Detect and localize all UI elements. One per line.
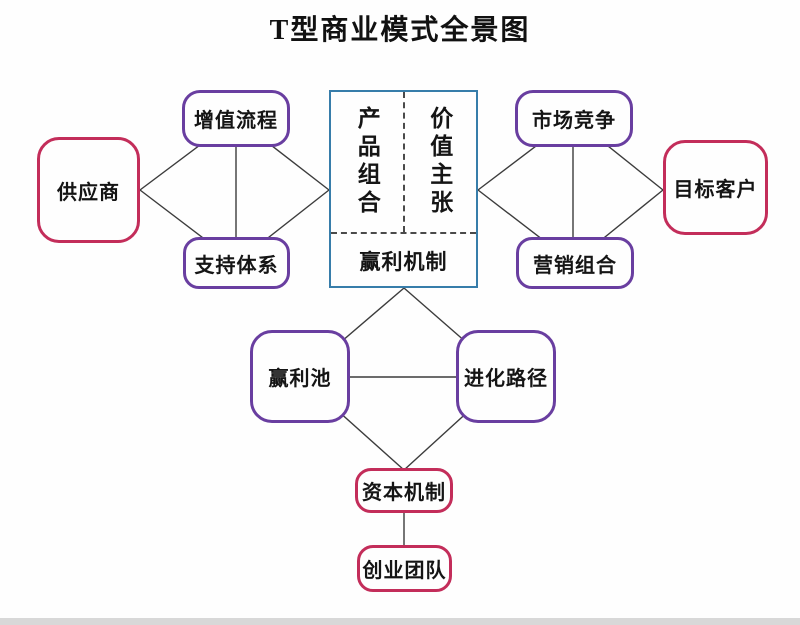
node-market-competition-label: 市场竞争 bbox=[532, 110, 616, 132]
node-startup-team-label: 创业团队 bbox=[362, 560, 447, 582]
node-support-system-label: 支持体系 bbox=[194, 254, 279, 277]
node-support-system: 支持体系 bbox=[183, 237, 290, 289]
node-product-mix-label: 产品组合 bbox=[354, 106, 381, 218]
node-supplier: 供应商 bbox=[37, 137, 140, 243]
node-capital-mechanism-label: 资本机制 bbox=[362, 482, 446, 504]
node-value-process-label: 增值流程 bbox=[194, 110, 278, 132]
node-marketing-mix: 营销组合 bbox=[516, 237, 634, 289]
diagram-title: T型商业模式全景图 bbox=[269, 15, 531, 46]
core-box-upper-area: 产品组合 价值主张 bbox=[331, 92, 476, 232]
node-startup-team: 创业团队 bbox=[357, 545, 452, 592]
node-core-model-box: 产品组合 价值主张 赢利机制 bbox=[329, 90, 478, 288]
product-mix-cell: 产品组合 bbox=[331, 92, 404, 232]
node-profit-mechanism-label: 赢利机制 bbox=[359, 251, 448, 274]
node-profit-pool: 赢利池 bbox=[250, 330, 350, 423]
node-evolution-path: 进化路径 bbox=[456, 330, 556, 423]
node-value-process: 增值流程 bbox=[182, 90, 290, 147]
node-supplier-label: 供应商 bbox=[57, 181, 120, 204]
node-profit-pool-label: 赢利池 bbox=[268, 368, 332, 390]
node-value-proposition-label: 价值主张 bbox=[426, 106, 453, 218]
node-profit-mechanism: 赢利机制 bbox=[331, 234, 476, 288]
dashed-vertical-divider bbox=[402, 92, 405, 232]
node-capital-mechanism: 资本机制 bbox=[355, 468, 453, 513]
dashed-horizontal-divider bbox=[331, 232, 476, 234]
node-target-customer: 目标客户 bbox=[663, 140, 768, 235]
node-market-competition: 市场竞争 bbox=[515, 90, 633, 147]
node-target-customer-label: 目标客户 bbox=[673, 179, 758, 201]
node-evolution-path-label: 进化路径 bbox=[464, 368, 548, 390]
node-marketing-mix-label: 营销组合 bbox=[533, 254, 617, 277]
value-proposition-cell: 价值主张 bbox=[404, 92, 477, 232]
bottom-edge-strip bbox=[0, 618, 800, 625]
